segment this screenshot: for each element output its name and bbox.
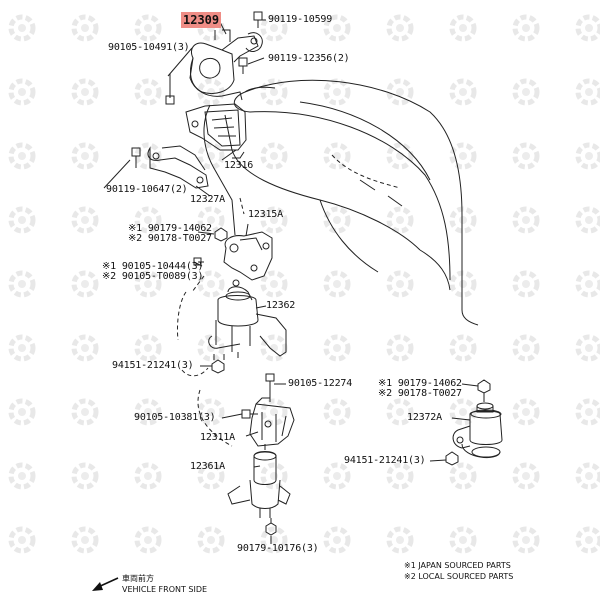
part-label[interactable]: 12327A [190,194,225,205]
nut-90179-14062-lower [477,379,491,402]
part-label[interactable]: 12372A [407,412,442,423]
engine-mount-12361A [227,444,291,518]
bracket-12316 [185,103,247,159]
part-label[interactable]: 12315A [248,209,283,220]
part-label[interactable]: 90105-10491(3) [108,42,190,53]
part-label[interactable]: 90119-10599 [268,14,333,25]
bolt-90105-10381 [241,409,258,419]
front-side-label-jp: 車両前方 [122,574,154,583]
part-label[interactable]: ※1 90179-14062 [378,378,462,389]
part-label[interactable]: ※2 90178-T0027 [128,233,212,244]
part-label[interactable]: ※2 90178-T0027 [378,388,462,399]
bracket-12315A [191,231,273,293]
bolt-90119-12356 [238,57,248,74]
nut-90179-14062-upper [214,227,228,242]
part-label[interactable]: ※2 90105-T0089(3) [102,271,204,282]
part-label[interactable]: 90105-10381(3) [134,412,216,423]
legend-note-japan: ※1 JAPAN SOURCED PARTS [404,561,511,570]
nut-90179-10176 [265,518,277,536]
part-label[interactable]: 12362 [266,300,296,311]
part-label[interactable]: ※1 90179-14062 [128,223,212,234]
part-label[interactable]: 90179-10176(3) [237,543,319,554]
part-label[interactable]: 90105-12274 [288,378,353,389]
part-label[interactable]: 94151-21241(3) [344,455,426,466]
part-label[interactable]: 90119-10647(2) [106,184,188,195]
part-label[interactable]: 94151-21241(3) [112,360,194,371]
engine-mount-12362 [208,279,287,360]
nut-94151-21241-lower [445,451,459,466]
legend-note-local: ※2 LOCAL SOURCED PARTS [404,572,514,581]
part-label[interactable]: 12311A [200,432,235,443]
bracket-12327A [131,145,209,189]
bolt-90119-10599 [253,11,263,28]
engine-outline [203,79,479,326]
engine-mount-12372A [452,402,503,459]
bracket-12311A [249,397,295,447]
front-side-label: VEHICLE FRONT SIDE [122,585,208,594]
part-label[interactable]: ※1 90105-10444(3) [102,261,204,272]
arrow-head [92,582,103,591]
label-leaders [103,19,479,544]
nut-94151-21241-upper [211,359,225,374]
engine-mount-12309 [189,29,263,101]
leader-lines [177,197,245,447]
watermark-pattern [11,17,600,551]
part-label[interactable]: 90119-12356(2) [268,53,350,64]
part-label[interactable]: 12361A [190,461,225,472]
part-label-12309-highlighted[interactable]: 12309 [181,12,222,28]
bolt-90105-10491 [165,74,175,105]
part-label[interactable]: 12316 [224,160,254,171]
